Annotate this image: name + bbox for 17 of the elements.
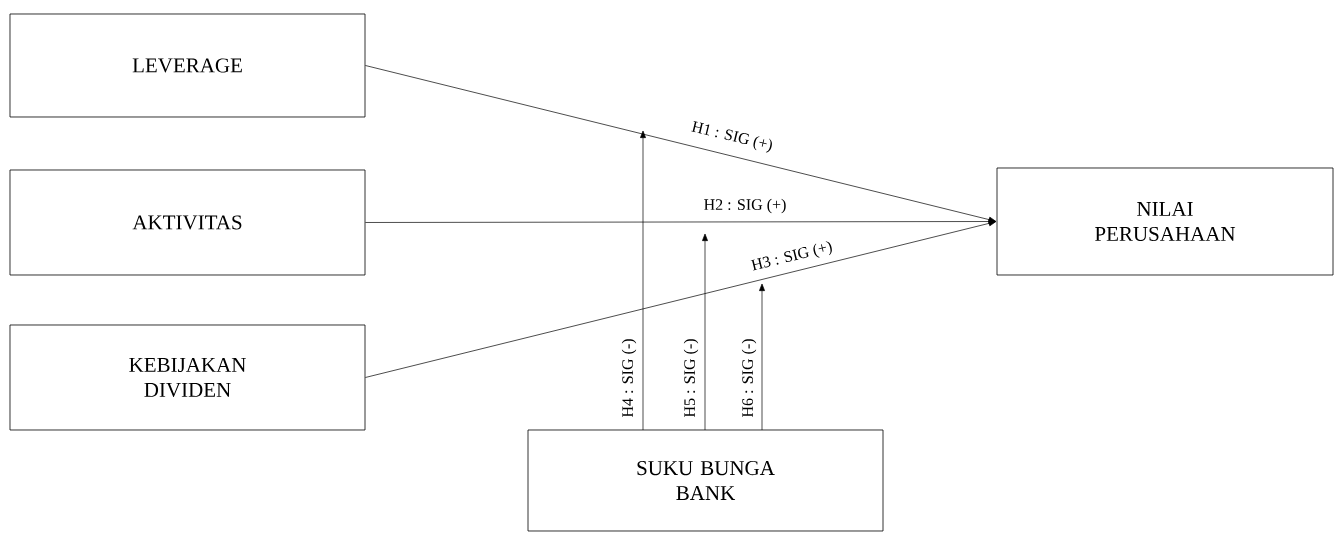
arrow (640, 130, 646, 431)
arrow (365, 220, 996, 378)
edge-label: H5 : SIG (-) (682, 337, 700, 419)
text-box: AKTIVITAS (9, 169, 366, 276)
edge-label: H3 : SIG (+) (748, 238, 836, 276)
edge-label: H6 : SIG (-) (740, 337, 758, 419)
text-box: KEBIJAKAN DIVIDEN (9, 324, 366, 431)
text-box: NILAI PERUSAHAAN (996, 167, 1334, 276)
arrow (702, 233, 708, 431)
text-box: LEVERAGE (9, 13, 366, 118)
edge-label: H4 : SIG (-) (620, 337, 638, 419)
edge-label: H1 : SIG (+) (688, 119, 776, 155)
arrow (365, 65, 996, 223)
edge-label: H2 : SIG (+) (702, 197, 788, 215)
arrow (365, 218, 996, 225)
text-box: SUKU BUNGA BANK (527, 429, 884, 532)
arrow (759, 283, 765, 431)
